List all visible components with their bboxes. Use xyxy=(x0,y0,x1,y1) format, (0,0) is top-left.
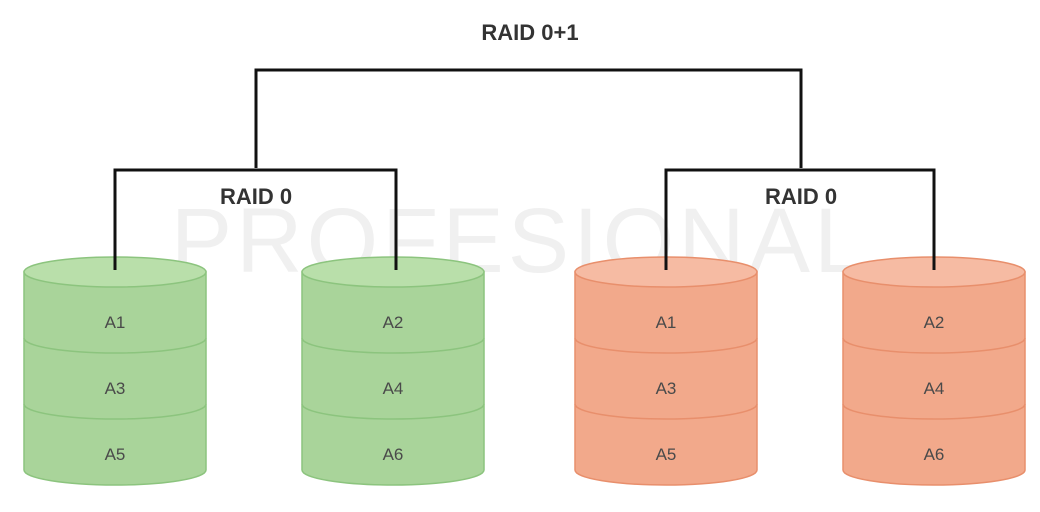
block-label: A6 xyxy=(924,445,945,464)
block-label: A4 xyxy=(383,379,404,398)
block-label: A5 xyxy=(656,445,677,464)
block-label: A3 xyxy=(656,379,677,398)
disk-segment-divider xyxy=(23,403,207,420)
block-label: A2 xyxy=(383,313,404,332)
disk-segment-divider xyxy=(301,337,485,354)
disk-body xyxy=(301,271,485,486)
disk-body xyxy=(23,271,207,486)
block-label: A3 xyxy=(105,379,126,398)
top-connector xyxy=(254,68,803,168)
block-label: A5 xyxy=(105,445,126,464)
disk-segment-divider xyxy=(301,403,485,420)
disk-segment-divider xyxy=(574,337,758,354)
block-label: A2 xyxy=(924,313,945,332)
diagram-title: RAID 0+1 xyxy=(481,20,578,45)
group-label-right: RAID 0 xyxy=(765,184,837,209)
connector-lines xyxy=(113,68,936,270)
disk-body xyxy=(842,271,1026,486)
group-label-left: RAID 0 xyxy=(220,184,292,209)
left-group-connector xyxy=(113,168,398,270)
disk-body xyxy=(574,271,758,486)
block-label: A1 xyxy=(105,313,126,332)
block-label: A1 xyxy=(656,313,677,332)
disk-segment-divider xyxy=(574,403,758,420)
disk-segment-divider xyxy=(842,403,1026,420)
disk-top xyxy=(301,256,485,288)
disk-segment-divider xyxy=(23,337,207,354)
right-group-connector xyxy=(664,168,936,270)
block-label: A4 xyxy=(924,379,945,398)
disk-segment-divider xyxy=(842,337,1026,354)
block-label: A6 xyxy=(383,445,404,464)
